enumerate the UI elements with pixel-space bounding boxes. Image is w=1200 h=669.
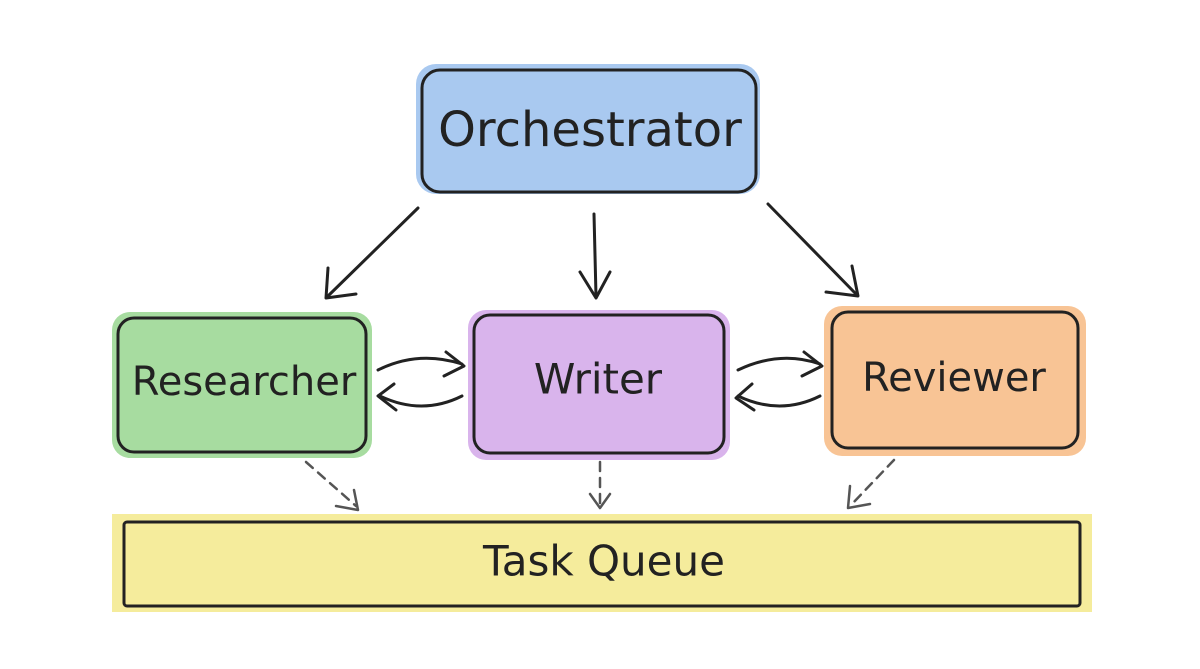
edge-writer-task-queue [588, 460, 612, 510]
reviewer-node: Reviewer [824, 306, 1086, 456]
edge-researcher-task-queue [304, 460, 360, 512]
writer-label: Writer [534, 355, 663, 404]
orchestrator-fill [416, 64, 760, 194]
researcher-fill [112, 312, 372, 458]
edge-reviewer-writer [734, 382, 822, 412]
edge-writer-reviewer [736, 350, 824, 378]
edge-researcher-writer [376, 350, 466, 378]
task-queue-outline [122, 520, 1082, 608]
orchestrator-label: Orchestrator [438, 102, 742, 158]
reviewer-outline [830, 310, 1080, 450]
writer-outline [472, 313, 726, 455]
edge-orchestrator-writer [578, 212, 612, 300]
task-queue-node: Task Queue [112, 514, 1092, 612]
researcher-label: Researcher [132, 359, 357, 405]
researcher-outline [116, 316, 368, 454]
edge-reviewer-task-queue [846, 458, 896, 510]
writer-fill [468, 310, 730, 460]
orchestrator-outline [420, 68, 758, 194]
orchestrator-node: Orchestrator [416, 64, 760, 194]
task-queue-label: Task Queue [482, 537, 725, 586]
writer-node: Writer [468, 310, 730, 460]
researcher-node: Researcher [112, 312, 372, 458]
reviewer-label: Reviewer [862, 355, 1046, 401]
edge-orchestrator-researcher [324, 206, 420, 300]
edge-writer-researcher [376, 382, 464, 412]
task-queue-fill [112, 514, 1092, 612]
edge-orchestrator-reviewer [766, 202, 860, 298]
reviewer-fill [824, 306, 1086, 456]
